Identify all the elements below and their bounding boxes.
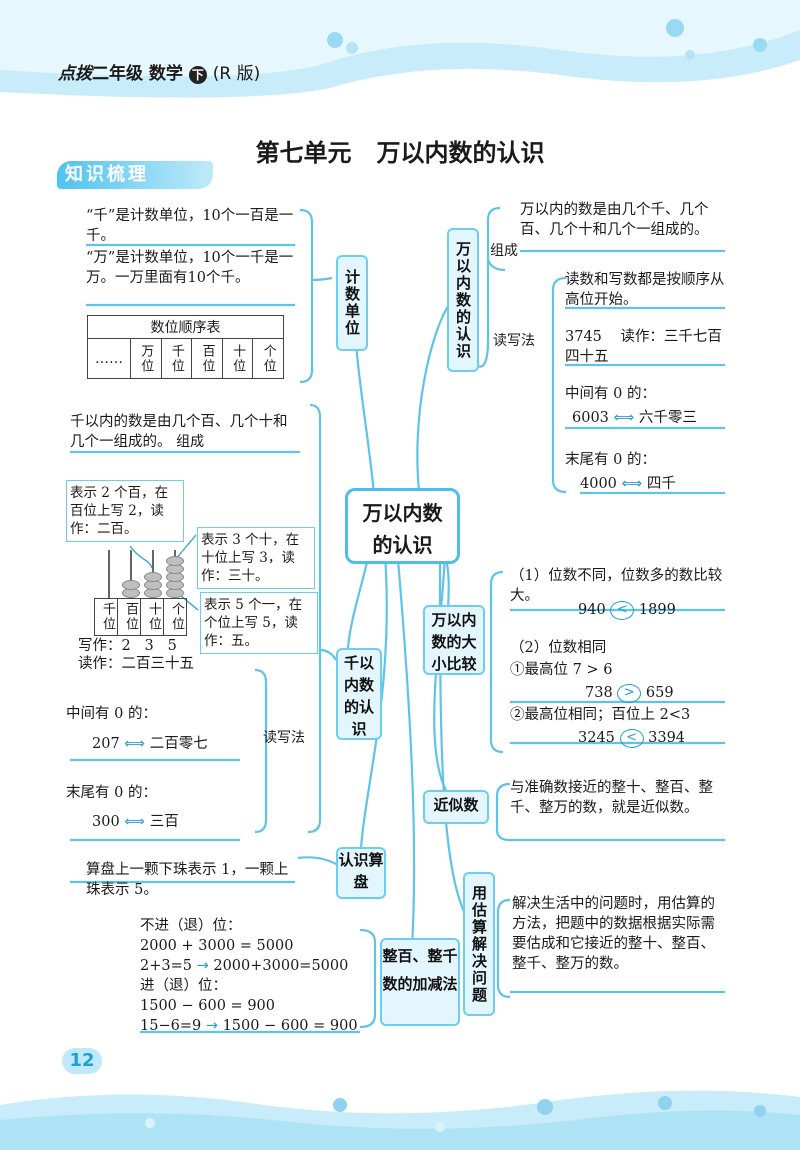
header-grade: 二年级 <box>92 64 143 84</box>
header-subject: 数学 <box>148 64 183 84</box>
node-approximate: 近似数 <box>423 790 489 824</box>
node-ten-thousand-numbers: 万以内数的认识 <box>447 228 479 372</box>
text-qian-unit: “千”是计数单位，10个一百是一千。 <box>86 208 294 244</box>
example-3245-3394: 3245 < 3394 <box>578 728 686 748</box>
label-read-write-right: 读写法 <box>493 333 535 349</box>
abacus-labels: 千位 百位 十位 个位 <box>94 598 187 636</box>
node-abacus: 认识算盘 <box>336 847 386 899</box>
node-counting-unit: 计数单位 <box>336 255 368 351</box>
header-title: 点拨二年级 数学 下 (R 版) <box>58 59 260 84</box>
note-ones: 表示 5 个一，在个位上写 5，读作：五。 <box>200 592 318 654</box>
text-end-zero-title-right: 末尾有 0 的： <box>565 452 656 468</box>
text-rule-2a: ①最高位 7 > 6 <box>510 662 613 678</box>
text-thousand-composition: 千以内的数是由几个百、几个十和几个一组成的。 组成 <box>70 414 288 450</box>
text-abacus: 算盘上一颗下珠表示 1，一颗上珠表示 5。 <box>86 862 289 898</box>
example-940-1899: 940 < 1899 <box>578 600 676 620</box>
text-ten-thousand-composition: 万以内的数是由几个千、几个百、几个十和几个一组成的。 <box>520 202 709 238</box>
text-middle-zero-title: 中间有 0 的： <box>66 706 157 722</box>
node-estimation: 用估算解决问题 <box>463 872 495 1016</box>
text-rule-2: （2）位数相同 <box>510 640 607 656</box>
center-node: 万以内数的认识 <box>345 488 460 564</box>
section-tag: 知识梳理 <box>57 161 213 189</box>
node-add-subtract: 整百、整千数的加减法 <box>380 938 460 1026</box>
example-738-659: 738 > 659 <box>585 683 674 703</box>
page-title: 第七单元 万以内数的认识 <box>255 139 545 167</box>
footer-band <box>0 1090 800 1150</box>
header-brand: 点拨 <box>58 64 92 84</box>
label-read-write: 读写法 <box>263 730 305 746</box>
example-3745: 3745 读作：三千七百四十五 <box>565 329 722 365</box>
text-wan-unit: “万”是计数单位，10个一千是一万。一万里面有10个千。 <box>86 250 294 286</box>
header-volume-badge: 下 <box>188 66 207 84</box>
note-tens: 表示 3 个十，在十位上写 3，读作：三十。 <box>197 527 315 589</box>
example-middle-zero: 207 ⟺ 二百零七 <box>92 736 208 752</box>
text-write-as: 写作：2 3 5 <box>78 638 177 654</box>
text-estimation: 解决生活中的问题时，用估算的方法，把题中的数据根据实际需要估成和它接近的整十、整… <box>512 896 715 972</box>
place-value-table: 数位顺序表 …… 万位 千位 百位 十位 个位 <box>87 315 284 379</box>
label-composition-right: 组成 <box>490 243 518 259</box>
node-thousand-numbers: 千以内数的认识 <box>336 648 382 740</box>
example-4000: 4000 ⟺ 四千 <box>580 476 676 492</box>
example-end-zero: 300 ⟺ 三百 <box>92 814 179 830</box>
text-rule-1: （1）位数不同，位数多的数比较大。 <box>510 568 723 604</box>
text-approximate: 与准确数接近的整十、整百、整千、整万的数，就是近似数。 <box>510 780 713 816</box>
text-read-order: 读数和写数都是按顺序从高位开始。 <box>565 272 725 308</box>
node-comparison: 万以内数的大小比较 <box>423 605 485 675</box>
text-middle-zero-title-right: 中间有 0 的： <box>565 386 656 402</box>
add-sub-examples: 不进（退）位： 2000 + 3000 = 5000 2+3=5 → 2000+… <box>140 918 358 1034</box>
header-edition: (R 版) <box>212 64 261 84</box>
text-read-as: 读作：二百三十五 <box>78 656 194 672</box>
example-6003: 6003 ⟺ 六千零三 <box>572 410 697 426</box>
page-number: 12 <box>62 1048 102 1074</box>
note-hundreds: 表示 2 个百，在百位上写 2，读作：二百。 <box>66 480 184 542</box>
text-end-zero-title: 末尾有 0 的： <box>66 785 157 801</box>
abacus-figure <box>94 548 186 598</box>
text-rule-2b: ②最高位相同；百位上 2<3 <box>510 707 691 723</box>
